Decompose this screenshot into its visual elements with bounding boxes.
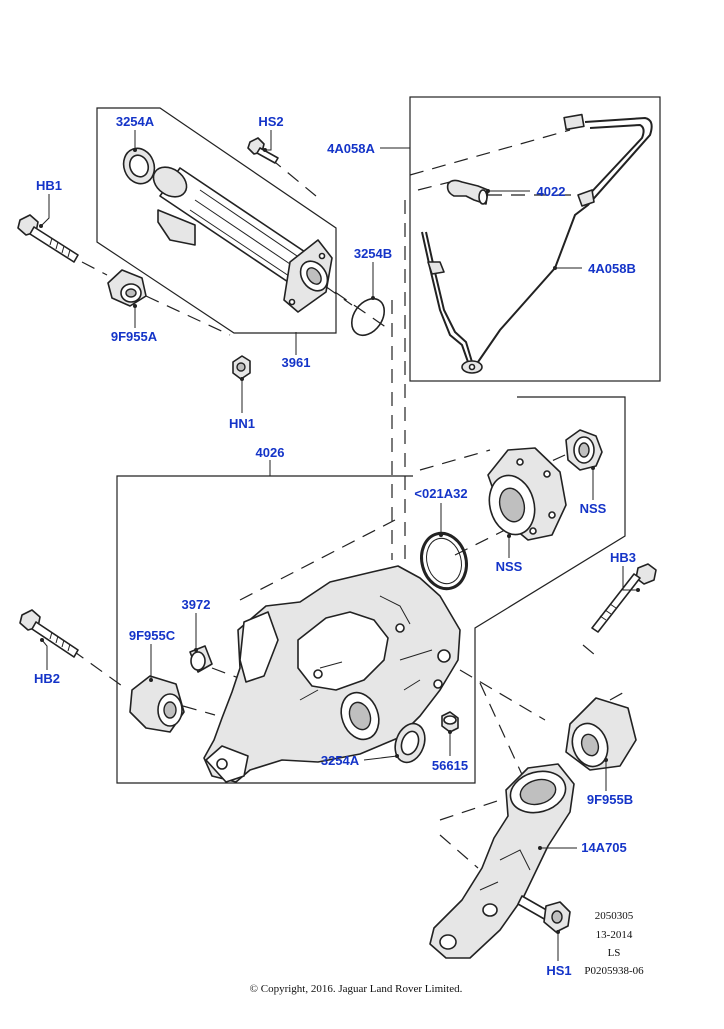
leader-dot [240, 377, 244, 381]
label-hs1: HS1 [546, 963, 571, 978]
dash-bush-c [182, 705, 216, 716]
leader-hb2 [41, 639, 48, 670]
reference-line-3: LS [608, 947, 621, 959]
label-3254a-bottom: 3254A [321, 753, 360, 768]
leader-dot [395, 754, 399, 758]
leader-dot [486, 189, 490, 193]
label-hb1: HB1 [36, 178, 62, 193]
leader-hb1 [40, 194, 50, 227]
dash-pipe-top [409, 129, 571, 176]
label-3961: 3961 [282, 355, 311, 370]
bush-9f955a-icon [107, 269, 147, 307]
label-3254b: 3254B [354, 246, 392, 261]
dash-3972 [211, 667, 261, 687]
bush-3972-icon [189, 645, 213, 673]
dash-hb1-to-bush [81, 261, 108, 276]
leader-dot [448, 730, 452, 734]
copyright-notice: © Copyright, 2016. Jaguar Land Rover Lim… [250, 983, 463, 995]
label-3972: 3972 [182, 597, 211, 612]
bush-9f955c-icon [129, 675, 185, 733]
dash-shaft-to-seal [324, 285, 353, 306]
leader-3254a-bottom [363, 755, 398, 761]
seal-3254a-bottom-icon [394, 722, 426, 764]
dash-flange-to-housing [419, 449, 491, 471]
dash-arm-bush [439, 799, 501, 821]
label-9f955a: 9F955A [111, 329, 158, 344]
label-9f955b: 9F955B [587, 792, 633, 807]
differential-housing-4026-icon [203, 565, 461, 783]
dash-bush-b-housing [459, 669, 546, 721]
reference-line-4: P0205938-06 [584, 965, 644, 977]
reference-line-1: 2050305 [595, 910, 634, 922]
connector-4022-icon [446, 179, 489, 205]
label-hn1: HN1 [229, 416, 255, 431]
frame-4026-group [116, 396, 626, 784]
label-nss-lower: NSS [496, 559, 523, 574]
leader-dot [591, 466, 595, 470]
leader-dot [507, 534, 511, 538]
leader-dot [556, 930, 560, 934]
mounting-arm-14a705-icon [429, 763, 575, 959]
nut-hn1-icon [232, 355, 251, 380]
leader-dot [149, 678, 153, 682]
dash-hb2-to-housing [71, 649, 126, 689]
label-hb2: HB2 [34, 671, 60, 686]
leader-dot [133, 304, 137, 308]
dash-housing-top [239, 519, 396, 601]
label-4022: 4022 [537, 184, 566, 199]
leader-dot [538, 846, 542, 850]
leader-dot [133, 148, 137, 152]
leader-hs2 [265, 130, 272, 151]
frame-4a058-group [409, 96, 661, 382]
flange-nss-icon [487, 447, 567, 541]
oring-021a32-icon [420, 531, 468, 591]
bolt-hs1-icon [517, 895, 571, 933]
leader-dot [636, 588, 640, 592]
bolt-hb1-icon [17, 214, 79, 263]
frame-3961-group [96, 107, 337, 334]
leader-dot [40, 638, 44, 642]
dash-arm-hs1 [439, 834, 479, 869]
leader-hb3 [622, 566, 638, 591]
nut-nss-icon [565, 429, 603, 471]
label-hb3: HB3 [610, 550, 636, 565]
dash-shaft-end [334, 291, 391, 331]
label-56615: 56615 [432, 758, 468, 773]
leader-dot [439, 533, 443, 537]
label-4a058a: 4A058A [327, 141, 375, 156]
label-nss-upper: NSS [580, 501, 607, 516]
label-hs2: HS2 [258, 114, 283, 129]
dash-hb3 [582, 644, 596, 656]
breather-pipe-4a058b-icon [477, 113, 653, 363]
label-3254a-top: 3254A [116, 114, 155, 129]
bolt-hb3-icon [591, 563, 657, 633]
label-9f955c: 9F955C [129, 628, 176, 643]
label-4026: 4026 [256, 445, 285, 460]
reference-line-2: 13-2014 [596, 929, 633, 941]
bush-9f955b-icon [565, 697, 637, 771]
leader-dot [553, 266, 557, 270]
leader-dot [263, 148, 267, 152]
leader-dot [604, 758, 608, 762]
seal-3254a-top-icon [122, 147, 156, 185]
dash-hs2-to-shaft [269, 157, 317, 197]
shaft-tube-3961-icon [152, 166, 333, 313]
dash-4022 [417, 181, 451, 191]
label-4a058b: 4A058B [588, 261, 636, 276]
bolt-hb2-icon [19, 609, 79, 658]
label-14a705: 14A705 [581, 840, 627, 855]
plug-56615-icon [441, 711, 459, 733]
leader-dot [39, 224, 43, 228]
dash-bush-to-shaft [145, 295, 231, 336]
leader-dot [371, 296, 375, 300]
dash-9f955b [609, 689, 629, 701]
seal-3254b-icon [350, 297, 386, 337]
label-021a32: <021A32 [414, 486, 467, 501]
breather-pipe-4a058a-icon [421, 231, 483, 374]
bolt-hs2-icon [247, 137, 279, 164]
leader-dot [194, 648, 198, 652]
